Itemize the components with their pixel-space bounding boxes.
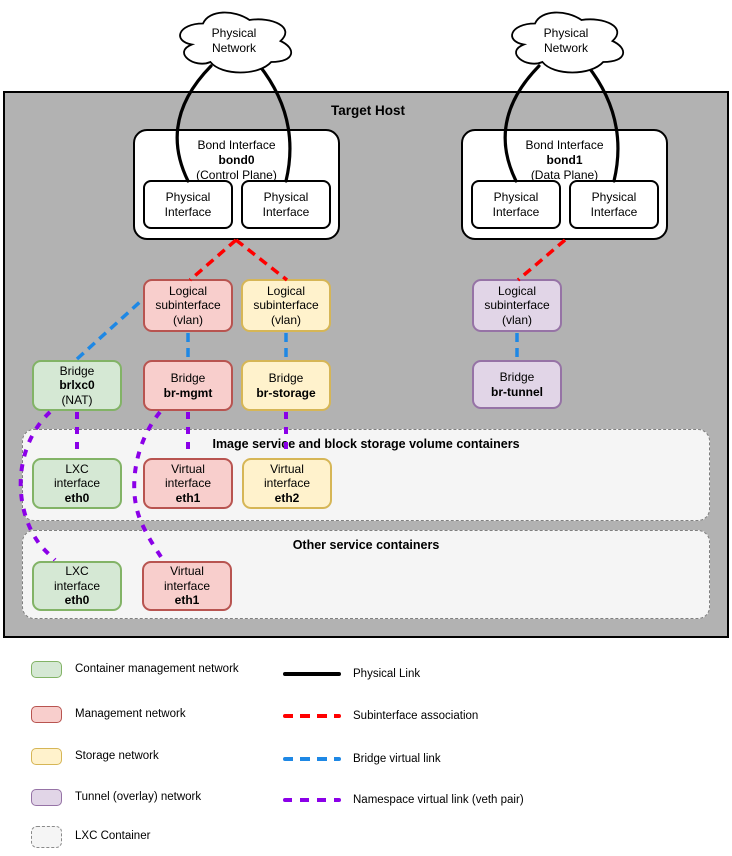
bond1-name: bond1	[546, 153, 583, 167]
legend-tunnel-network: Tunnel (overlay) network	[31, 789, 255, 806]
legend-swatch-red	[31, 706, 62, 723]
container-other-services-title: Other service containers	[292, 538, 440, 552]
legend-namespace-virtual-link: Namespace virtual link (veth pair)	[283, 794, 524, 806]
legend-lxc-container: LXC Container	[31, 826, 255, 848]
legend-management-network: Management network	[31, 706, 255, 723]
subinterface-link-sample	[283, 714, 341, 718]
bridge-link-sample	[283, 757, 341, 761]
bond0-title: Bond Interface	[197, 138, 276, 152]
bond1-plane: (Data Plane)	[530, 168, 599, 182]
legend-swatch-purple	[31, 789, 62, 806]
target-host-label: Target Host	[330, 103, 405, 118]
bond0-name: bond0	[218, 153, 255, 167]
legend-swatch-yellow	[31, 748, 62, 765]
legend-physical-link: Physical Link	[283, 668, 420, 680]
legend-swatch-lxc	[31, 826, 62, 848]
bond1-title: Bond Interface	[525, 138, 604, 152]
container-image-storage-title: Image service and block storage volume c…	[212, 437, 520, 451]
bond0-plane: (Control Plane)	[196, 168, 277, 182]
legend-container-mgmt-network: Container management network	[31, 661, 255, 678]
physical-link-sample	[283, 672, 341, 676]
legend-swatch-green	[31, 661, 62, 678]
legend-bridge-virtual-link: Bridge virtual link	[283, 753, 441, 765]
namespace-link-sample	[283, 798, 341, 802]
legend-storage-network: Storage network	[31, 748, 255, 765]
legend-subinterface-association: Subinterface association	[283, 710, 478, 722]
